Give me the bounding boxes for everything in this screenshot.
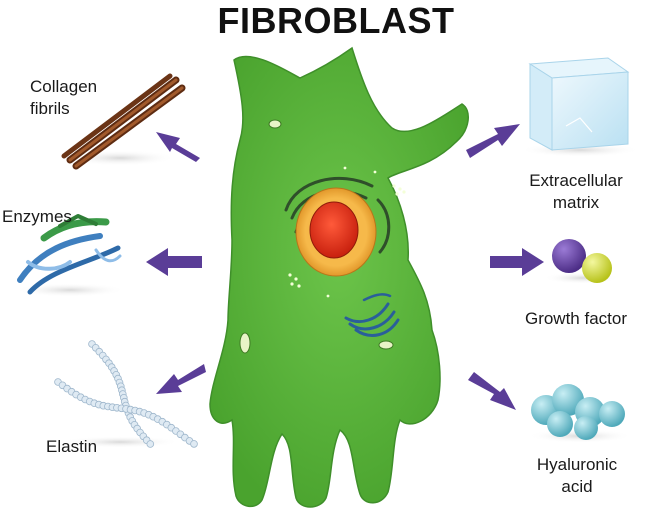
arrow-to-collagen: [156, 132, 200, 162]
vesicle: [378, 340, 394, 350]
ribosomes: [288, 166, 406, 298]
label-line: fibrils: [30, 99, 70, 118]
nucleus: [295, 187, 377, 277]
arrow-to-elastin: [156, 364, 206, 394]
vesicle: [268, 119, 282, 129]
label-growth-factor: Growth factor: [506, 308, 646, 330]
hyaluronic-acid-bubbles-icon: [528, 384, 632, 443]
label-hyaluronic-acid: Hyaluronic acid: [512, 454, 642, 498]
golgi-apparatus: [344, 293, 400, 337]
arrow-to-enzymes: [146, 248, 202, 276]
vesicle: [239, 332, 251, 354]
label-extracellular-matrix: Extracellular matrix: [508, 170, 644, 214]
label-line: Elastin: [46, 437, 98, 456]
label-enzymes: Enzymes: [2, 206, 72, 228]
arrows: [146, 124, 544, 410]
label-line: Hyaluronic: [536, 455, 618, 474]
extracellular-matrix-cube-icon: [520, 57, 640, 157]
arrow-to-extracellular-matrix: [466, 124, 520, 158]
label-line: Enzymes: [2, 207, 72, 226]
enzyme-protein-icon: [15, 214, 125, 297]
fibroblast-cell: [209, 46, 469, 508]
arrow-to-growth-factor: [490, 248, 544, 276]
arrow-to-hyaluronic-acid: [468, 372, 516, 410]
elastin-fiber-icon: [54, 340, 198, 448]
collagen-fibrils-icon: [61, 73, 186, 170]
growth-factor-spheres-icon: [544, 239, 620, 284]
label-line: Collagen: [30, 77, 98, 96]
label-line: Growth factor: [524, 309, 628, 328]
label-collagen-fibrils: Collagen fibrils: [30, 76, 97, 120]
cell-membrane: [209, 46, 469, 508]
label-line: acid: [561, 477, 593, 496]
diagram-title: FIBROBLAST: [217, 0, 455, 41]
label-line: Extracellular: [529, 171, 623, 190]
label-elastin: Elastin: [46, 436, 97, 458]
label-line: matrix: [552, 193, 600, 212]
